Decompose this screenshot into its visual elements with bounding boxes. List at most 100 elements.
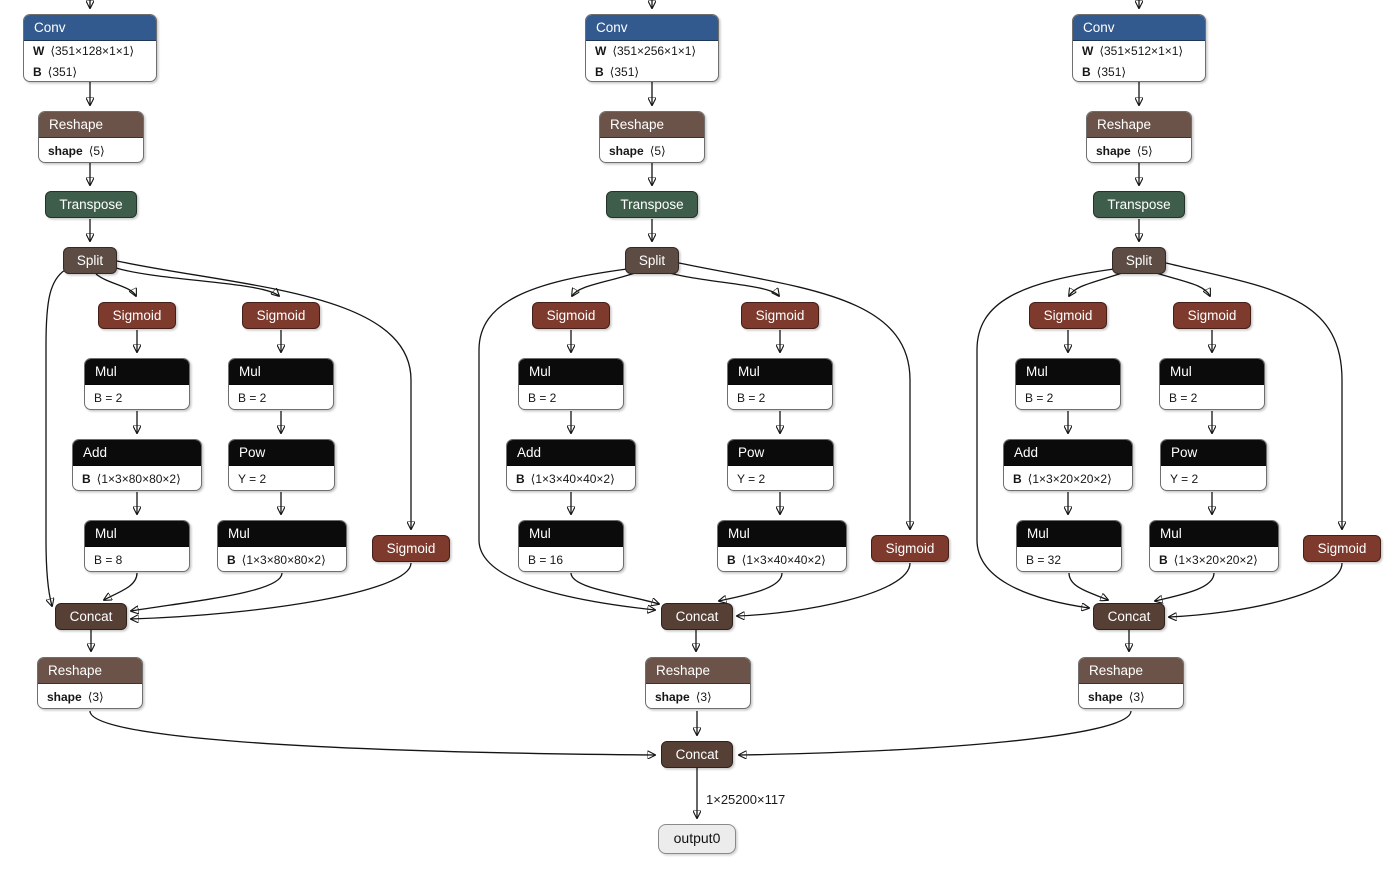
edge [737,562,911,616]
edge [131,562,412,619]
edge [1155,572,1215,601]
sigmoid-node[interactable]: Sigmoid [242,302,320,329]
mul-node[interactable]: Mul B = 8 [84,520,190,572]
node-label: Concat [1107,609,1151,624]
sigmoid-node[interactable]: Sigmoid [98,302,176,329]
sigmoid-node[interactable]: Sigmoid [372,535,450,562]
mul-node[interactable]: Mul B = 2 [1159,358,1265,410]
mul-node[interactable]: Mul B⟨1×3×80×80×2⟩ [217,520,347,572]
mul-node[interactable]: Mul B = 2 [727,358,833,410]
param-row: W⟨351×256×1×1⟩ [586,41,718,62]
param-name: shape [609,144,644,158]
param-row: B⟨1×3×20×20×2⟩ [1004,466,1132,490]
mul-node[interactable]: Mul B⟨1×3×40×40×2⟩ [717,520,847,572]
split-node[interactable]: Split [1112,247,1166,274]
conv-node[interactable]: Conv W⟨351×128×1×1⟩ B⟨351⟩ [23,14,157,82]
sigmoid-node[interactable]: Sigmoid [1029,302,1107,329]
reshape-header: Reshape [600,112,704,138]
param-value: ⟨351⟩ [47,65,78,79]
param-row: B⟨1×3×40×40×2⟩ [718,547,846,571]
reshape-node[interactable]: Reshape shape⟨3⟩ [37,657,143,709]
output0-node[interactable]: output0 [658,824,736,854]
param-name: shape [655,690,690,704]
attr-row: Y = 2 [238,472,267,486]
mul-node[interactable]: Mul B = 32 [1016,520,1122,572]
param-row: B⟨1×3×80×80×2⟩ [73,466,201,490]
reshape-node[interactable]: Reshape shape⟨3⟩ [1078,657,1184,709]
param-row: shape⟨3⟩ [646,684,750,708]
split-node[interactable]: Split [63,247,117,274]
final-concat-node[interactable]: Concat [661,741,733,768]
add-node[interactable]: Add B⟨1×3×80×80×2⟩ [72,439,202,491]
param-value: ⟨351×128×1×1⟩ [50,44,135,58]
edge [131,572,283,611]
param-value: ⟨1×3×40×40×2⟩ [741,553,826,567]
mul-header: Mul [718,521,846,547]
param-row: B⟨1×3×40×40×2⟩ [507,466,635,490]
edge [570,572,659,604]
mul-header: Mul [1150,521,1278,547]
reshape-node[interactable]: Reshape shape⟨5⟩ [38,111,144,163]
node-label: Sigmoid [1187,308,1237,323]
node-label: Concat [69,609,113,624]
mul-header: Mul [1017,521,1121,547]
mul-node[interactable]: Mul B = 16 [518,520,624,572]
param-value: ⟨1×3×20×20×2⟩ [1173,553,1258,567]
mul-node[interactable]: Mul B = 2 [518,358,624,410]
param-value: ⟨351⟩ [609,65,640,79]
param-name: B [1013,472,1022,486]
pow-node[interactable]: Pow Y = 2 [727,439,834,491]
pow-header: Pow [728,440,833,466]
pow-node[interactable]: Pow Y = 2 [1160,439,1267,491]
transpose-node[interactable]: Transpose [606,191,698,218]
edge [95,273,136,296]
reshape-node[interactable]: Reshape shape⟨3⟩ [645,657,751,709]
sigmoid-node[interactable]: Sigmoid [871,535,949,562]
param-name: B [33,65,42,79]
transpose-node[interactable]: Transpose [1093,191,1185,218]
add-node[interactable]: Add B⟨1×3×20×20×2⟩ [1003,439,1133,491]
param-row: B⟨351⟩ [586,62,718,81]
param-name: W [33,44,45,58]
param-value: ⟨351×512×1×1⟩ [1099,44,1184,58]
conv-node[interactable]: Conv W⟨351×512×1×1⟩ B⟨351⟩ [1072,14,1206,82]
conv-node[interactable]: Conv W⟨351×256×1×1⟩ B⟨351⟩ [585,14,719,82]
param-value: ⟨5⟩ [649,144,666,158]
mul-node[interactable]: Mul B⟨1×3×20×20×2⟩ [1149,520,1279,572]
sigmoid-node[interactable]: Sigmoid [1173,302,1251,329]
edge [572,271,639,296]
add-header: Add [73,440,201,466]
sigmoid-node[interactable]: Sigmoid [741,302,819,329]
reshape-node[interactable]: Reshape shape ⟨5⟩ [599,111,705,163]
attr-row: B = 32 [1026,553,1062,567]
add-node[interactable]: Add B⟨1×3×40×40×2⟩ [506,439,636,491]
mul-node[interactable]: Mul B = 2 [228,358,334,410]
split-node[interactable]: Split [625,247,679,274]
edge [478,268,655,610]
mul-header: Mul [728,359,832,385]
node-label: Sigmoid [386,541,436,556]
attr-row: B = 2 [1169,391,1198,405]
concat-node[interactable]: Concat [661,603,733,630]
node-label: Transpose [1107,197,1171,212]
mul-header: Mul [218,521,346,547]
sigmoid-node[interactable]: Sigmoid [532,302,610,329]
concat-node[interactable]: Concat [55,603,127,630]
edge [104,572,138,600]
transpose-node[interactable]: Transpose [45,191,137,218]
reshape-node[interactable]: Reshape shape⟨5⟩ [1086,111,1192,163]
param-value: ⟨3⟩ [1128,690,1145,704]
mul-node[interactable]: Mul B = 2 [84,358,190,410]
mul-header: Mul [1016,359,1120,385]
edge [89,710,655,755]
sigmoid-node[interactable]: Sigmoid [1303,535,1381,562]
param-row: B⟨351⟩ [1073,62,1205,81]
concat-node[interactable]: Concat [1093,603,1165,630]
node-label: Sigmoid [256,308,306,323]
param-value: ⟨1×3×80×80×2⟩ [96,472,181,486]
pow-node[interactable]: Pow Y = 2 [228,439,335,491]
param-name: B [227,553,236,567]
conv-header: Conv [1073,15,1205,41]
mul-node[interactable]: Mul B = 2 [1015,358,1121,410]
